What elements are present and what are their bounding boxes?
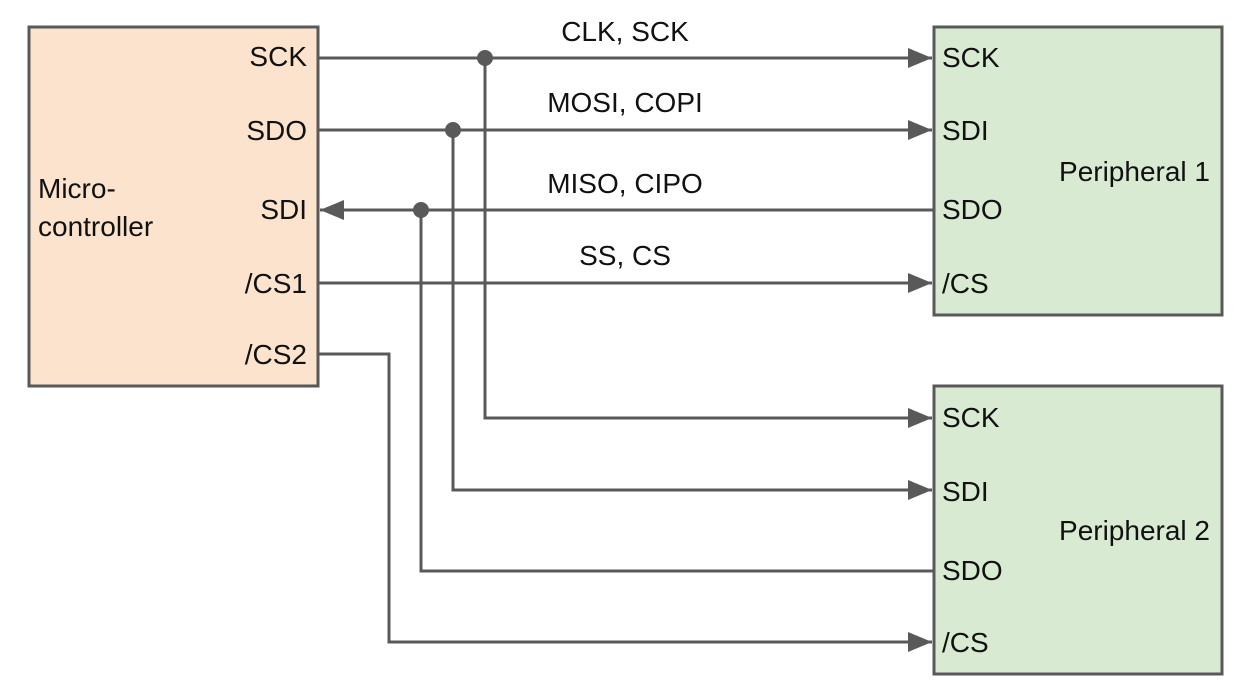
p2-pin-sdo: SDO: [942, 555, 1003, 586]
wire-cs2-p2: [318, 352, 932, 652]
signal-label-select: SS, CS: [579, 240, 671, 271]
mcu-pin-cs2: /CS2: [245, 339, 307, 370]
wire-sck-p2: [483, 58, 932, 428]
p2-pin-sck: SCK: [942, 402, 1000, 433]
wire-sdi-p2: [419, 210, 934, 573]
signal-label-mosi: MOSI, COPI: [547, 87, 703, 118]
p1-pin-sdo: SDO: [942, 194, 1003, 225]
peripheral-2-title: Peripheral 2: [1059, 515, 1210, 546]
junction-dot-sdo: [445, 122, 461, 138]
signal-label-miso: MISO, CIPO: [547, 168, 703, 199]
wire-sdo-p2: [451, 130, 932, 500]
p1-pin-sdi: SDI: [942, 115, 989, 146]
p1-pin-cs: /CS: [942, 268, 989, 299]
mcu-pin-cs1: /CS1: [245, 268, 307, 299]
mcu-pin-sdi: SDI: [260, 194, 307, 225]
signal-label-clock: CLK, SCK: [561, 16, 689, 47]
microcontroller-title-line1: Micro-: [38, 173, 116, 204]
peripheral-1-title: Peripheral 1: [1059, 156, 1210, 187]
p2-pin-sdi: SDI: [942, 476, 989, 507]
mcu-pin-sdo: SDO: [246, 115, 307, 146]
p2-pin-cs: /CS: [942, 627, 989, 658]
microcontroller-title-line2: controller: [38, 211, 153, 242]
peripheral-1-block: [932, 25, 1224, 317]
junction-dot-sck: [477, 50, 493, 66]
junction-dot-sdi: [413, 202, 429, 218]
peripheral-2-block: [932, 384, 1224, 676]
p1-pin-sck: SCK: [942, 42, 1000, 73]
microcontroller-block: [27, 25, 320, 388]
mcu-pin-sck: SCK: [249, 41, 307, 72]
